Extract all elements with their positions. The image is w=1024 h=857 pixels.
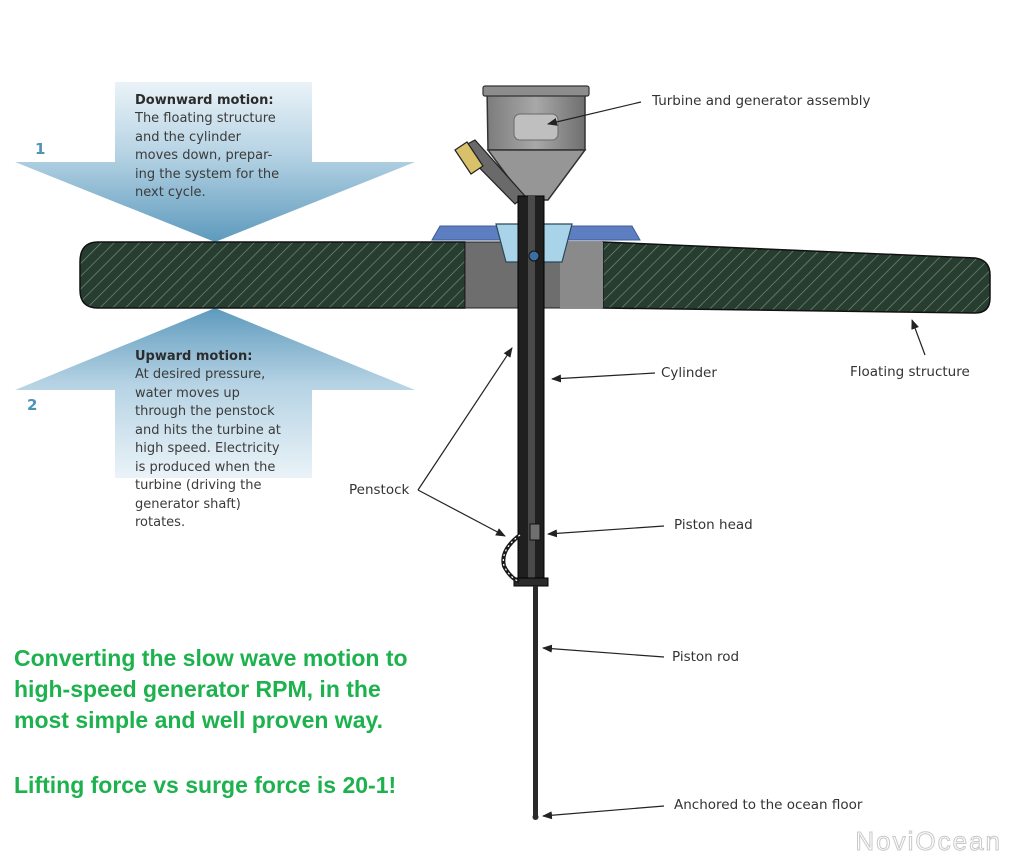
- step-2-line: and hits the turbine at: [135, 422, 281, 438]
- piston-rod: [533, 586, 538, 816]
- headline-line-4: Lifting force vs surge force is 20-1!: [14, 772, 397, 798]
- anchor-point: [532, 814, 539, 820]
- anchor-pointer: [542, 805, 665, 820]
- label-piston-rod: Piston rod: [672, 649, 740, 665]
- cylinder-pointer: [551, 372, 656, 383]
- step-2-line: through the penstock: [135, 404, 275, 419]
- step-2-line: At desired pressure,: [135, 367, 266, 382]
- headline-line-2: high-speed generator RPM, in the: [14, 676, 381, 702]
- step-1-line: and the cylinder: [135, 129, 241, 145]
- piston-rod-pointer: [542, 644, 665, 658]
- step-1-line: moves down, prepar-: [135, 148, 273, 163]
- label-penstock: Penstock: [349, 482, 410, 498]
- turbine-pointer: [547, 101, 642, 126]
- step-1-line: ing the system for the: [135, 166, 280, 182]
- headline-line-3: most simple and well proven way.: [14, 707, 383, 733]
- step-2-line: generator shaft): [135, 496, 241, 512]
- label-turbine: Turbine and generator assembly: [652, 93, 871, 109]
- label-cylinder: Cylinder: [661, 365, 717, 381]
- step-1-title: Downward motion:: [135, 93, 274, 108]
- step-1-line: next cycle.: [135, 185, 206, 200]
- watermark-logo: NoviOcean: [855, 826, 1002, 857]
- generator-window: [513, 113, 559, 141]
- step-2-line: water moves up: [135, 385, 240, 401]
- step-1-number: 1: [35, 140, 46, 158]
- label-piston-head: Piston head: [674, 517, 753, 533]
- piston-head-pointer: [547, 525, 665, 538]
- step-2-line: high speed. Electricity: [135, 441, 280, 456]
- penstock-pointer-lower: [417, 489, 506, 537]
- step-2-line: is produced when the: [135, 459, 276, 475]
- step-1-text: Downward motion: The floating structure …: [135, 92, 310, 203]
- piston-head: [529, 523, 541, 541]
- headline-line-1: Converting the slow wave motion to: [14, 645, 408, 671]
- step-2-line: turbine (driving the: [135, 478, 262, 493]
- floating-pointer: [911, 319, 926, 356]
- step-2-number: 2: [27, 396, 38, 414]
- label-floating-structure: Floating structure: [850, 364, 970, 380]
- step-2-text: Upward motion: At desired pressure, wate…: [135, 348, 313, 533]
- step-1-line: The floating structure: [135, 111, 276, 126]
- penstock-pointer-upper: [417, 347, 513, 491]
- upward-motion-arrow: [15, 308, 415, 478]
- floating-structure-right: [602, 241, 991, 314]
- step-2-title: Upward motion:: [135, 349, 253, 364]
- downward-motion-arrow: [15, 82, 415, 242]
- step-2-line: rotates.: [135, 515, 186, 530]
- floating-structure-left: [79, 241, 466, 309]
- label-anchored: Anchored to the ocean floor: [674, 797, 863, 813]
